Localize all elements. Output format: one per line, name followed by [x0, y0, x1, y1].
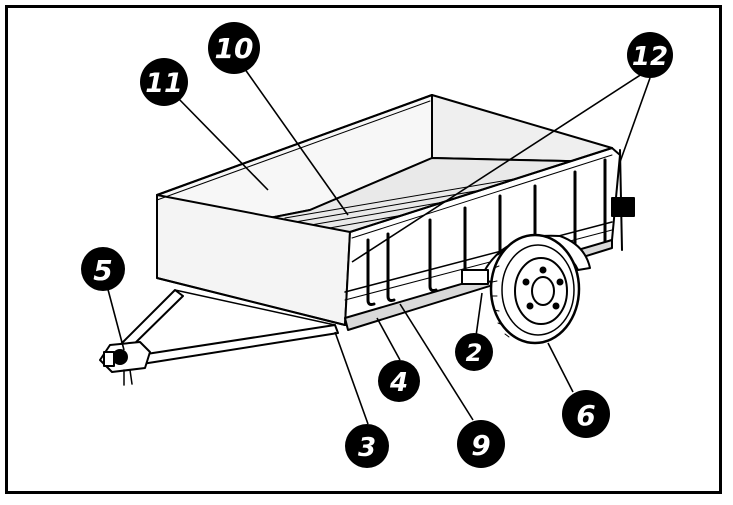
leader-12b — [619, 77, 651, 163]
callout-5-label: 5 — [93, 254, 112, 287]
callout-3: 3 — [345, 424, 389, 468]
leader-4 — [376, 317, 401, 361]
leader-lines — [105, 64, 651, 425]
callout-2: 2 — [455, 333, 493, 371]
callout-6-label: 6 — [576, 399, 595, 432]
leader-6 — [547, 342, 574, 393]
callout-12-label: 12 — [632, 42, 668, 72]
callout-5: 5 — [81, 247, 125, 291]
callout-12: 12 — [627, 32, 673, 78]
callout-4-label: 4 — [389, 368, 408, 398]
callout-10: 10 — [208, 22, 260, 74]
leader-11 — [174, 94, 269, 191]
callout-4: 4 — [378, 360, 420, 402]
stakes — [366, 158, 607, 306]
leader-12a — [351, 71, 646, 263]
wheel — [489, 233, 581, 345]
callout-6: 6 — [562, 390, 610, 438]
callout-9: 9 — [457, 420, 505, 468]
callout-9-label: 9 — [471, 429, 490, 462]
leader-2 — [475, 292, 483, 337]
callout-3-label: 3 — [358, 433, 376, 463]
coupler — [99, 341, 151, 386]
tail-light — [611, 197, 635, 217]
spring-bracket — [461, 269, 489, 285]
callout-11: 11 — [140, 58, 188, 106]
leader-10 — [241, 64, 349, 216]
callouts: 11 10 12 5 2 4 3 6 — [81, 22, 673, 468]
leader-3 — [334, 331, 369, 425]
leader-9 — [399, 303, 474, 421]
callout-10-label: 10 — [215, 32, 254, 65]
leader-5 — [105, 281, 125, 351]
callout-11-label: 11 — [145, 68, 183, 99]
callout-2-label: 2 — [466, 339, 483, 367]
trailer-drawing — [99, 94, 635, 386]
